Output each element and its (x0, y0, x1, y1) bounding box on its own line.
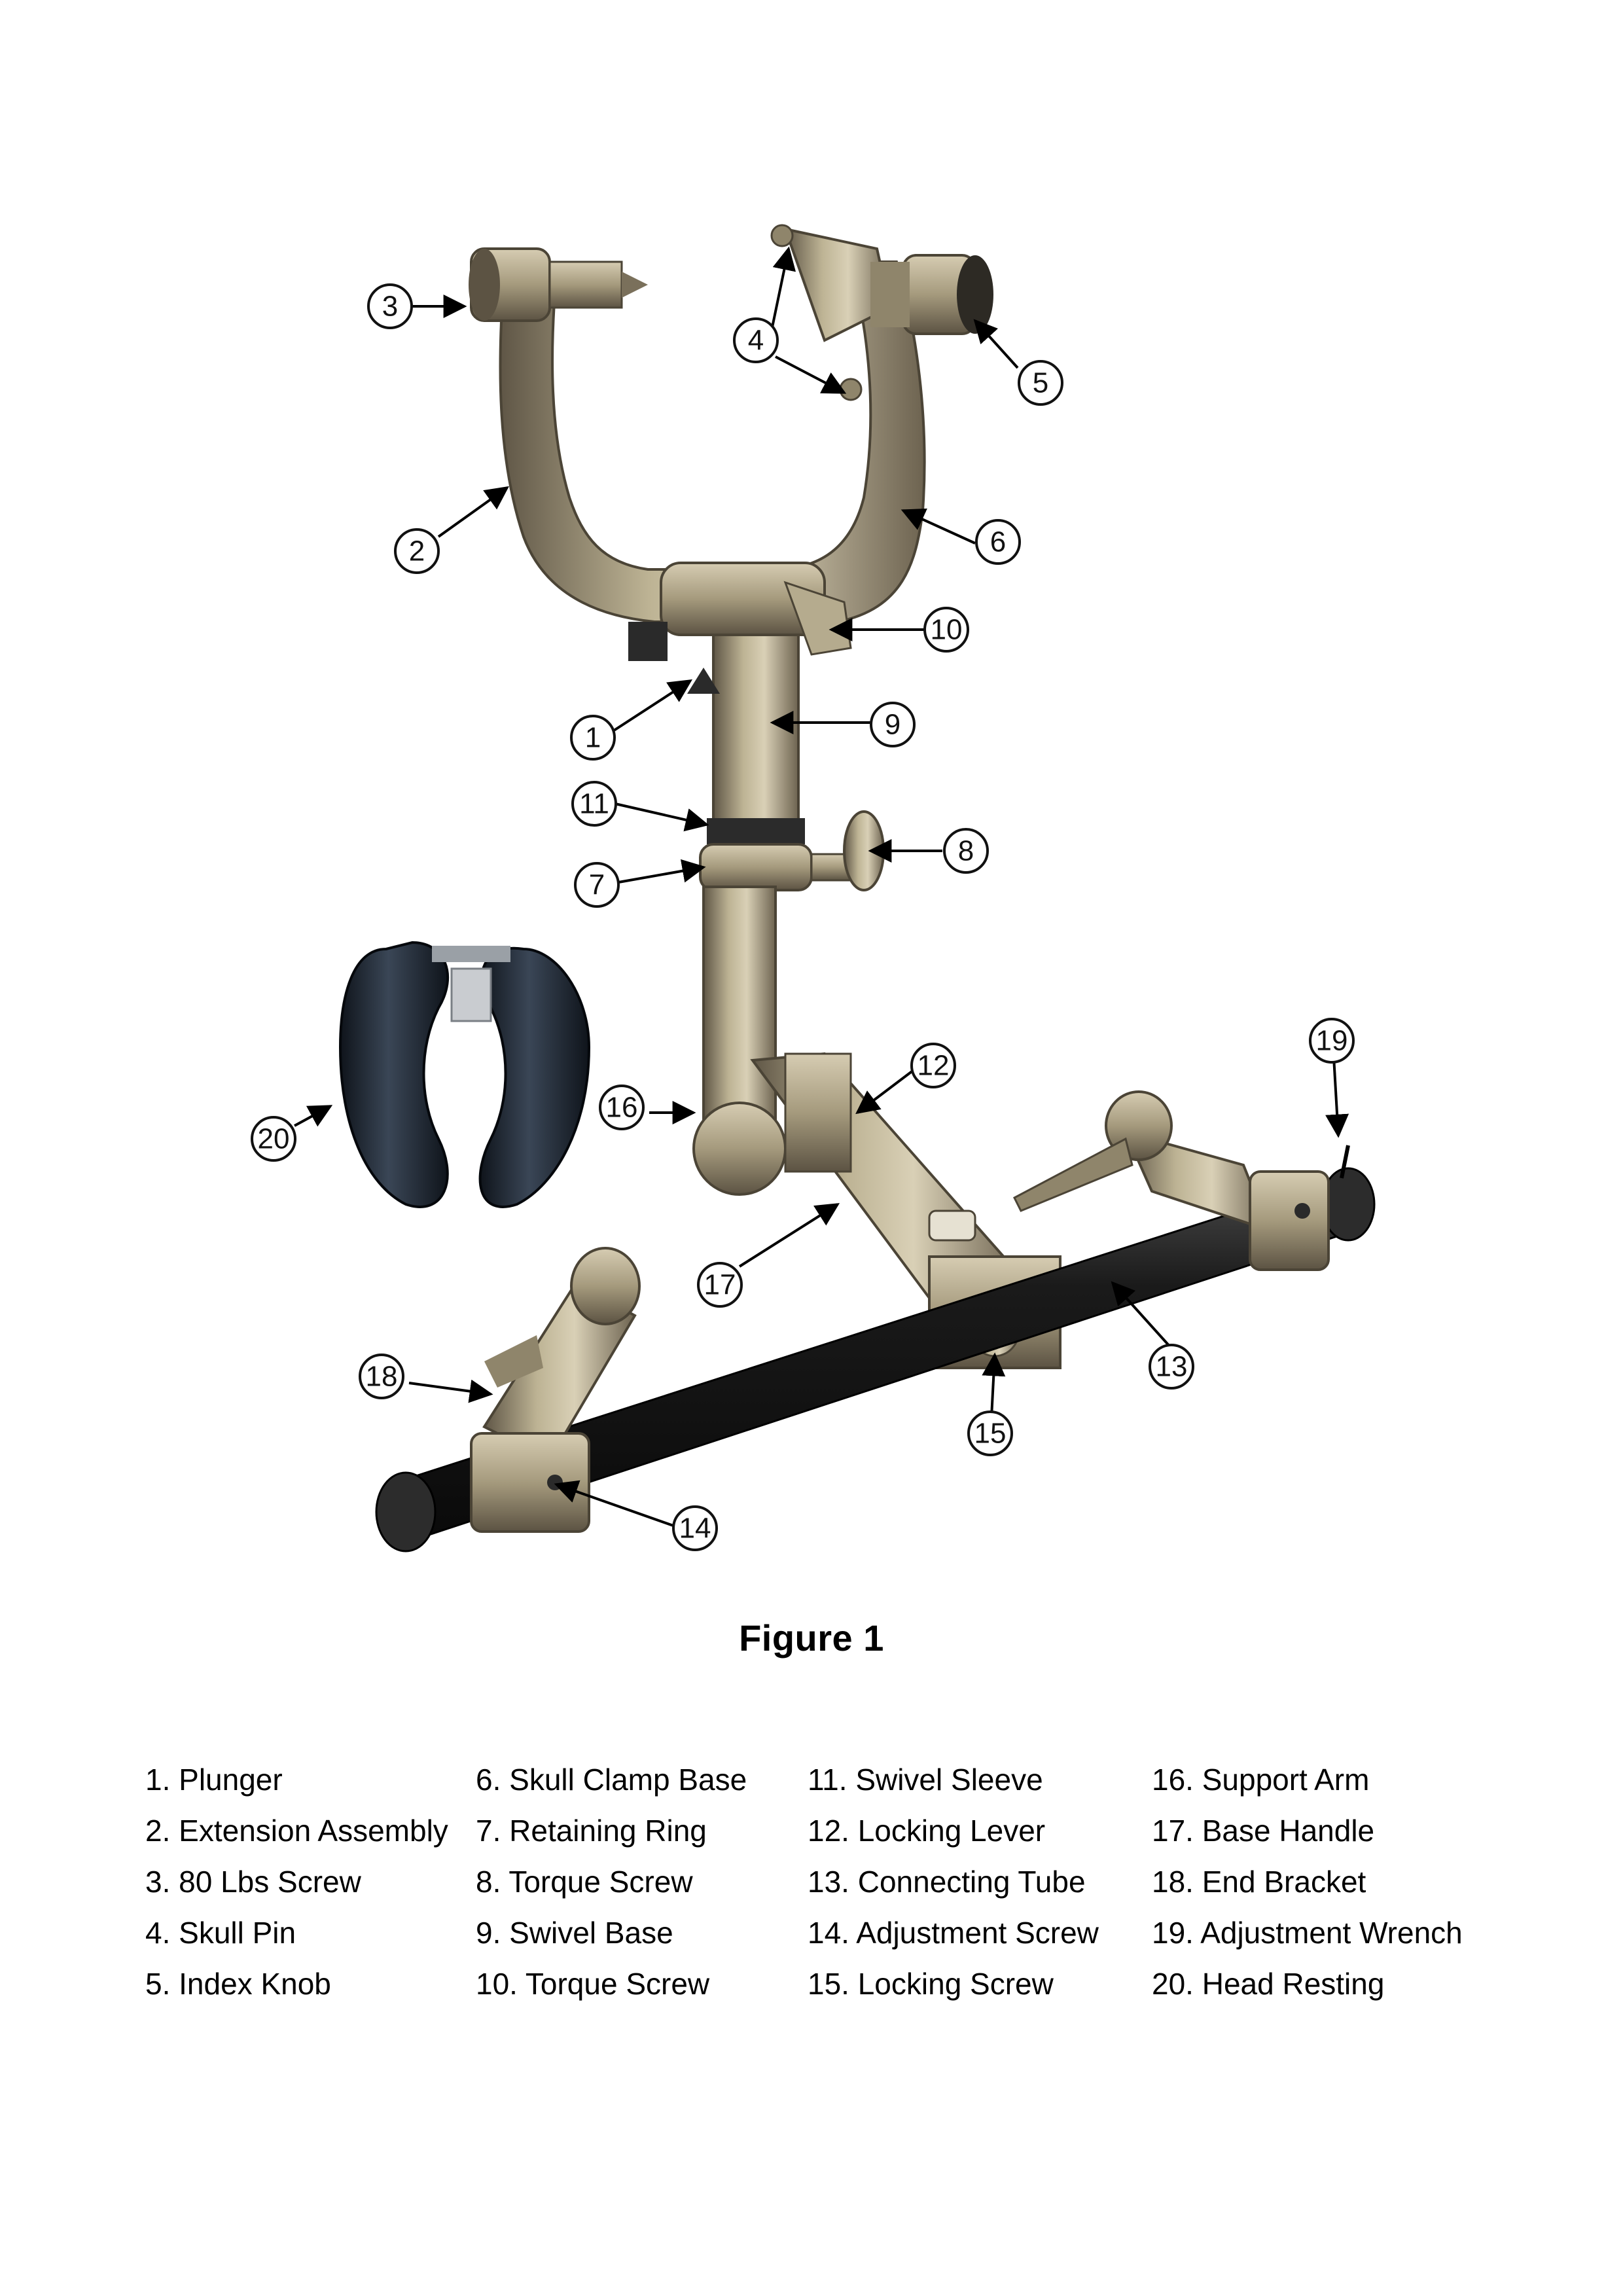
skull-clamp-illustration: 1 2 3 4 5 6 7 8 9 10 11 12 13 14 15 16 1… (251, 224, 1376, 1552)
svg-text:12: 12 (918, 1050, 950, 1082)
legend-item: 11. Swivel Sleeve (808, 1763, 1043, 1797)
legend-item: 12. Locking Lever (808, 1814, 1046, 1848)
svg-text:17: 17 (704, 1269, 736, 1301)
legend-item: 15. Locking Screw (808, 1967, 1054, 2001)
callout-14: 14 (672, 1505, 718, 1551)
callout-11: 11 (571, 781, 617, 827)
index-knob-part (770, 224, 993, 401)
svg-text:6: 6 (990, 526, 1006, 558)
callout-18: 18 (359, 1354, 404, 1399)
callout-4: 4 (733, 317, 779, 363)
callout-20: 20 (251, 1116, 296, 1162)
callout-15: 15 (967, 1410, 1013, 1456)
leader-lines (294, 246, 1349, 1530)
svg-text:13: 13 (1156, 1351, 1188, 1383)
swivel-base-part (628, 562, 852, 826)
legend-item: 14. Adjustment Screw (808, 1916, 1099, 1950)
svg-text:10: 10 (931, 614, 963, 646)
svg-text:14: 14 (679, 1513, 711, 1545)
callout-17: 17 (697, 1262, 743, 1308)
head-resting-pad (338, 941, 591, 1208)
legend-column-2: 6. Skull Clamp Base 7. Retaining Ring 8.… (476, 1754, 747, 2009)
svg-text:15: 15 (974, 1418, 1007, 1450)
callout-19: 19 (1309, 1018, 1355, 1064)
swivel-sleeve-part (699, 810, 885, 891)
80-lbs-screw-part (469, 247, 648, 322)
legend-item: 3. 80 Lbs Screw (145, 1865, 361, 1899)
callout-13: 13 (1149, 1344, 1194, 1390)
legend-item: 8. Torque Screw (476, 1865, 693, 1899)
connecting-tube-part (375, 1145, 1376, 1552)
svg-text:4: 4 (748, 325, 764, 357)
callout-9: 9 (870, 702, 916, 747)
legend-item: 9. Swivel Base (476, 1916, 673, 1950)
callout-3: 3 (367, 283, 413, 329)
legend-item: 13. Connecting Tube (808, 1865, 1086, 1899)
svg-text:7: 7 (589, 869, 605, 901)
callout-6: 6 (975, 519, 1021, 565)
callout-12: 12 (910, 1043, 956, 1088)
callout-1: 1 (570, 715, 616, 761)
legend-item: 16. Support Arm (1152, 1763, 1370, 1797)
svg-text:20: 20 (258, 1123, 290, 1155)
parts-legend: 1. Plunger 2. Extension Assembly 3. 80 L… (145, 1754, 1546, 2042)
legend-item: 2. Extension Assembly (145, 1814, 448, 1848)
legend-item: 1. Plunger (145, 1763, 283, 1797)
svg-text:1: 1 (585, 722, 601, 754)
callout-7: 7 (574, 862, 620, 908)
svg-text:8: 8 (958, 835, 974, 867)
callout-16: 16 (599, 1085, 645, 1130)
svg-text:5: 5 (1033, 367, 1048, 399)
legend-column-1: 1. Plunger 2. Extension Assembly 3. 80 L… (145, 1754, 448, 2009)
legend-item: 19. Adjustment Wrench (1152, 1916, 1463, 1950)
product-figure: 1 2 3 4 5 6 7 8 9 10 11 12 13 14 15 16 1… (251, 224, 1376, 1552)
legend-item: 4. Skull Pin (145, 1916, 296, 1950)
svg-text:16: 16 (606, 1092, 638, 1124)
figure-caption: Figure 1 (739, 1617, 884, 1659)
callout-10: 10 (923, 607, 969, 653)
svg-text:2: 2 (409, 535, 425, 567)
svg-text:18: 18 (366, 1361, 398, 1393)
end-bracket-right-part (1013, 1090, 1330, 1271)
svg-text:19: 19 (1316, 1025, 1348, 1057)
legend-item: 5. Index Knob (145, 1967, 331, 2001)
svg-text:3: 3 (382, 291, 398, 323)
support-arm-part (692, 886, 787, 1196)
legend-item: 17. Base Handle (1152, 1814, 1375, 1848)
end-bracket-left-part (470, 1247, 641, 1533)
svg-text:11: 11 (579, 788, 609, 820)
legend-item: 20. Head Resting (1152, 1967, 1385, 2001)
callout-8: 8 (943, 828, 989, 874)
legend-item: 7. Retaining Ring (476, 1814, 707, 1848)
legend-item: 6. Skull Clamp Base (476, 1763, 747, 1797)
callout-markers: 1 2 3 4 5 6 7 8 9 10 11 12 13 14 15 16 1… (251, 283, 1355, 1551)
legend-column-4: 16. Support Arm 17. Base Handle 18. End … (1152, 1754, 1463, 2009)
callout-5: 5 (1018, 360, 1063, 406)
legend-column-3: 11. Swivel Sleeve 12. Locking Lever 13. … (808, 1754, 1099, 2009)
svg-text:9: 9 (885, 709, 901, 741)
legend-item: 18. End Bracket (1152, 1865, 1366, 1899)
callout-2: 2 (394, 528, 440, 574)
legend-item: 10. Torque Screw (476, 1967, 710, 2001)
